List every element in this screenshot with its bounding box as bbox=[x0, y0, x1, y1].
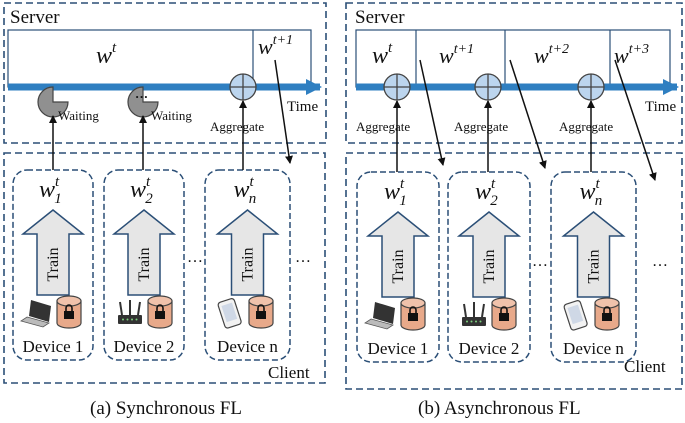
time-label: Time bbox=[287, 99, 318, 115]
ellipsis-between: … bbox=[187, 249, 203, 266]
server-box bbox=[3, 2, 327, 144]
database-lock-icon bbox=[491, 297, 517, 331]
caption: (a) Synchronous FL bbox=[90, 398, 242, 419]
aggregate-label-1: Aggregate bbox=[356, 119, 410, 134]
waiting-label-1: Waiting bbox=[58, 108, 99, 123]
train-arrow: Train bbox=[561, 211, 626, 298]
download-arrow bbox=[274, 59, 293, 164]
download-arrow-1 bbox=[419, 59, 446, 166]
aggregate-icon bbox=[383, 73, 411, 101]
client-label: Client bbox=[624, 357, 666, 376]
database-lock-icon bbox=[147, 295, 173, 329]
aggregate-label-3: Aggregate bbox=[559, 119, 613, 134]
aggregate-label-2: Aggregate bbox=[454, 119, 508, 134]
ellipsis-after: … bbox=[295, 249, 311, 266]
model-timeline-box bbox=[355, 29, 671, 88]
device-box bbox=[12, 169, 94, 361]
panel-a-synchronous: Server Time wt wt+1 Waiting … Waiting Ag… bbox=[3, 2, 327, 419]
panel-b-asynchronous: Server Time wt wt+1 wt+2 wt+3 Aggregate … bbox=[345, 2, 683, 419]
download-arrow-2 bbox=[509, 59, 547, 169]
database-lock-icon bbox=[248, 295, 274, 329]
database-lock-icon bbox=[400, 297, 426, 331]
aggregate-icon bbox=[229, 73, 257, 101]
client-label: Client bbox=[268, 363, 310, 382]
device-name: Device 2 bbox=[114, 337, 175, 356]
train-arrow: Train bbox=[111, 209, 177, 296]
server-label: Server bbox=[10, 7, 60, 28]
aggregate-label: Aggregate bbox=[210, 119, 264, 134]
laptop-icon bbox=[20, 300, 51, 328]
device-name: Device 1 bbox=[23, 337, 84, 356]
aggregate-icon bbox=[577, 73, 605, 101]
client-box bbox=[3, 152, 326, 384]
database-lock-icon bbox=[56, 295, 82, 329]
phone-icon bbox=[217, 298, 242, 329]
aggregate-icon bbox=[474, 73, 502, 101]
download-arrow-3 bbox=[614, 59, 657, 181]
waiting-icon-2: … bbox=[127, 86, 159, 118]
train-arrow: Train bbox=[365, 211, 431, 298]
waiting-icon-1 bbox=[37, 86, 69, 118]
time-label: Time bbox=[645, 99, 676, 115]
train-label: Train bbox=[45, 247, 62, 281]
train-label: Train bbox=[390, 249, 407, 283]
train-label: Train bbox=[481, 249, 498, 283]
waiting-label-2: Waiting bbox=[151, 108, 192, 123]
device-box bbox=[356, 171, 440, 363]
ellipsis-after: … bbox=[652, 253, 668, 270]
train-arrow: Train bbox=[215, 209, 280, 296]
train-label: Train bbox=[586, 249, 603, 283]
train-arrow: Train bbox=[456, 211, 522, 298]
device-name: Device n bbox=[217, 337, 278, 356]
device-box bbox=[204, 169, 291, 361]
svg-text:…: … bbox=[135, 86, 148, 101]
device-box bbox=[447, 171, 531, 363]
train-label: Train bbox=[136, 247, 153, 281]
laptop-icon bbox=[364, 302, 395, 330]
phone-icon bbox=[563, 300, 588, 331]
device-name: Device 2 bbox=[459, 339, 520, 358]
device-name: Device n bbox=[563, 339, 624, 358]
router-icon bbox=[462, 302, 486, 326]
device-box bbox=[550, 171, 637, 363]
database-lock-icon bbox=[594, 297, 620, 331]
ellipsis-between: … bbox=[532, 253, 548, 270]
model-label-wt: wt bbox=[96, 40, 117, 69]
caption: (b) Asynchronous FL bbox=[418, 398, 581, 419]
server-label: Server bbox=[355, 7, 405, 28]
device-box bbox=[103, 169, 185, 361]
train-arrow: Train bbox=[20, 209, 86, 296]
client-box bbox=[345, 152, 683, 390]
model-label-wt: wt bbox=[372, 40, 393, 69]
train-label: Train bbox=[240, 247, 257, 281]
server-box bbox=[345, 2, 683, 144]
device-name: Device 1 bbox=[368, 339, 429, 358]
router-icon bbox=[118, 300, 142, 324]
